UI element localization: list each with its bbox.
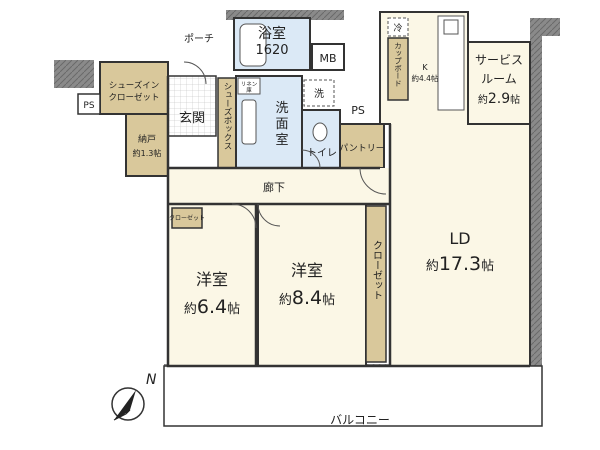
- interior-walls: [166, 76, 530, 368]
- door-swing-western2: [257, 203, 281, 227]
- door-swing-entrance: [183, 61, 207, 85]
- wall-east: [530, 36, 542, 366]
- closet-tall-floor: [365, 205, 387, 363]
- balcony-label: バルコニー: [330, 413, 390, 427]
- pillar-ne: [530, 18, 560, 36]
- service-room-label-1: サービス: [475, 53, 523, 67]
- shoe-box-label: シューズボックス: [222, 82, 232, 150]
- ps-left-box: [77, 93, 101, 115]
- western1-size: 約6.4帖: [184, 296, 240, 318]
- hallway-floor: [168, 168, 390, 204]
- western2-size: 約8.4帖: [279, 287, 335, 309]
- service-room-floor: [467, 41, 531, 125]
- ld-size: 約17.3帖: [426, 253, 494, 275]
- washer-label: 洗: [314, 88, 324, 100]
- linen-label-2: 庫: [246, 86, 252, 94]
- western1-name: 洋室: [196, 270, 228, 289]
- storage-floor: [125, 113, 169, 177]
- balcony-floor: [163, 365, 543, 427]
- washroom-label-2: 面: [275, 117, 288, 132]
- entrance-floor: [167, 75, 217, 137]
- entrance-label: 玄関: [179, 111, 205, 126]
- closet-small-floor: [171, 207, 203, 229]
- wall-north: [226, 10, 344, 20]
- service-room-label-2: ルーム: [481, 72, 517, 86]
- pillar-nw: [54, 60, 94, 88]
- door-swing-western1: [231, 203, 257, 229]
- cupboard-floor: [387, 37, 409, 101]
- mb-box: [311, 43, 345, 71]
- bath-size: 1620: [255, 43, 288, 58]
- washroom-label-3: 室: [275, 132, 288, 148]
- shoe-in-closet-label-1: シューズイン: [109, 80, 160, 91]
- linen-cabinet: [237, 77, 261, 95]
- western2-floor: [257, 203, 367, 367]
- room-labels: 浴室 1620 ポーチ MB PS PS シューズイン クローゼット 納戸 約1…: [83, 22, 523, 427]
- ps-center-label: PS: [351, 104, 365, 117]
- linen-label-1: リネン: [241, 81, 258, 88]
- washer-space: [303, 79, 335, 107]
- fridge-label: 冷: [393, 22, 402, 34]
- compass-n-label: N: [146, 372, 157, 388]
- service-room-size: 約2.9帖: [478, 91, 520, 107]
- western2-name: 洋室: [291, 261, 323, 280]
- ps-left-label: PS: [83, 101, 94, 111]
- vanity-sink-icon: [241, 99, 257, 145]
- door-swing-ld: [359, 167, 387, 195]
- closet-tall-label: クローゼット: [371, 240, 383, 300]
- kitchen-name: K: [422, 63, 428, 72]
- toilet-label: トイレ: [307, 148, 337, 159]
- western1-floor: [167, 203, 257, 367]
- fridge-space: [387, 17, 409, 37]
- closet-small-label: クローゼット: [169, 214, 205, 222]
- door-swings: [183, 61, 387, 229]
- hallway-label: 廊下: [263, 180, 285, 194]
- north-arrow-icon: N: [111, 372, 157, 421]
- storage-size: 約1.3帖: [133, 148, 162, 158]
- bathtub-icon: [239, 23, 267, 67]
- washroom-label-1: 洗: [275, 101, 288, 116]
- porch-label: ポーチ: [184, 33, 214, 45]
- ld-name: LD: [449, 229, 470, 248]
- shoe-in-closet-label-2: クローゼット: [108, 92, 159, 103]
- storage-name: 納戸: [138, 133, 156, 145]
- shoe-in-closet-floor: [99, 61, 169, 115]
- mb-label: MB: [319, 52, 336, 65]
- bath-name: 浴室: [258, 25, 286, 42]
- floors: [77, 11, 543, 427]
- door-swing-toilet: [301, 149, 321, 169]
- kitchen-size: 約4.4帖: [412, 73, 439, 83]
- pantry-label: パントリー: [339, 143, 384, 154]
- cupboard-label: カップボード: [393, 42, 402, 87]
- stove-icon: [443, 19, 459, 35]
- toilet-icon: [312, 122, 328, 142]
